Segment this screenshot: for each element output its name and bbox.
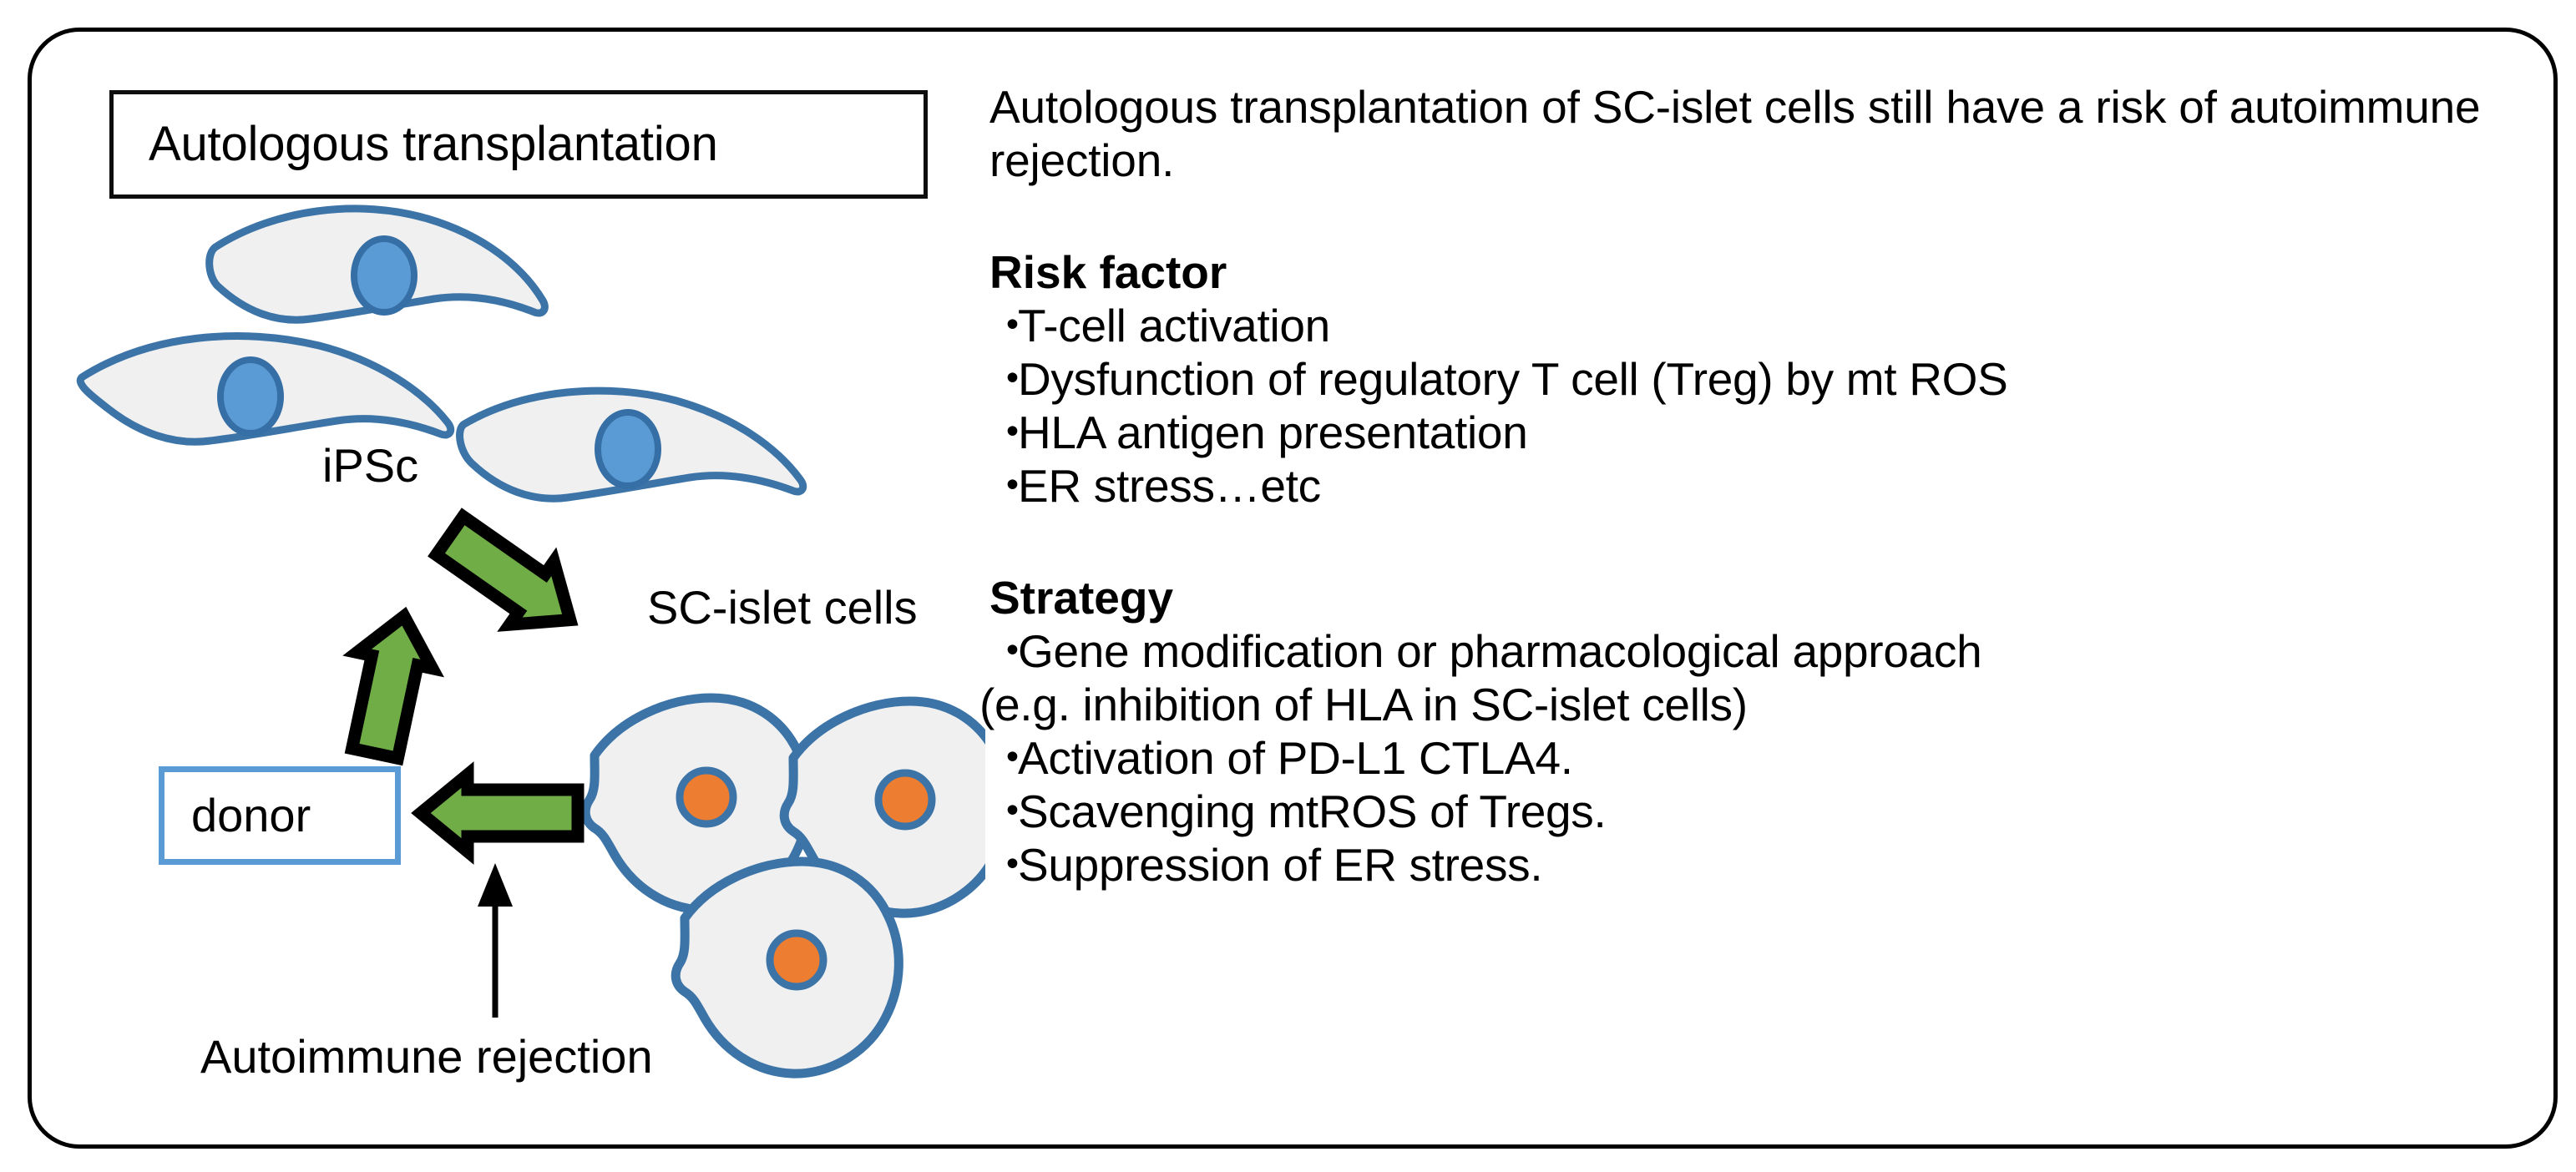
islet-nucleus	[676, 766, 737, 828]
bullet-icon: ・	[989, 839, 1035, 891]
sc-islet-cell-left	[580, 693, 813, 915]
intro-paragraph: Autologous transplantation of SC-islet c…	[989, 81, 2481, 186]
figure-outer-frame	[28, 28, 2558, 1149]
autoimmune-rejection-label: Autoimmune rejection	[200, 1030, 653, 1083]
list-item-label: Scavenging mtROS of Tregs.	[1018, 786, 1607, 837]
list-item: ・ Scavenging mtROS of Tregs.	[989, 785, 2501, 838]
list-item-label: Dysfunction of regulatory T cell (Treg) …	[1018, 353, 2008, 405]
green-arrow-ipsc-to-islet	[428, 508, 579, 632]
list-item: ・ ER stress…etc	[989, 459, 2501, 513]
islet-nucleus	[874, 769, 936, 831]
list-item-label: Activation of PD-L1 CTLA4.	[1018, 732, 1573, 784]
sc-islet-cell-bottom	[671, 856, 903, 1079]
ipsc-cell-left	[76, 332, 455, 446]
sc-islet-cell-right	[779, 696, 985, 918]
cell-diagram-svg	[76, 205, 985, 1079]
spacer	[989, 187, 2501, 245]
islet-nucleus	[766, 929, 827, 991]
green-arrow-donor-to-ipsc	[342, 606, 445, 766]
bullet-icon: ・	[989, 407, 1035, 458]
list-item: ・ Activation of PD-L1 CTLA4.	[989, 731, 2501, 785]
spacer	[989, 513, 2501, 571]
title-box-label: Autologous transplantation	[149, 117, 718, 171]
list-item: ・ T-cell activation	[989, 299, 2501, 352]
ipsc-cell-right	[456, 386, 807, 503]
list-item-label: T-cell activation	[1018, 300, 1330, 351]
bullet-icon: ・	[989, 300, 1035, 351]
list-item-continuation: (e.g. inhibition of HLA in SC-islet cell…	[979, 679, 1748, 730]
sc-islet-cells-label: SC-islet cells	[647, 581, 918, 634]
bullet-icon: ・	[989, 732, 1035, 784]
list-item: ・ Gene modification or pharmacological a…	[989, 624, 2501, 678]
ipsc-nucleus	[595, 409, 661, 489]
title-box: Autologous transplantation	[109, 90, 928, 199]
section-heading-risk-factor: Risk factor	[989, 246, 1227, 298]
text-panel: Autologous transplantation of SC-islet c…	[979, 80, 2501, 892]
bullet-icon: ・	[989, 625, 1035, 677]
list-item-label: HLA antigen presentation	[1018, 407, 1528, 458]
list-item: ・ HLA antigen presentation	[989, 406, 2501, 459]
diagram-pane: Autologous transplantation donor iPSc SC…	[0, 0, 985, 1172]
list-item: ・ Dysfunction of regulatory T cell (Treg…	[989, 352, 2501, 406]
donor-box: donor	[159, 766, 401, 865]
list-item-label: ER stress…etc	[1018, 460, 1321, 512]
ipsc-label: iPSc	[322, 439, 419, 492]
ipsc-nucleus	[217, 356, 284, 437]
list-item: ・ Suppression of ER stress.	[989, 838, 2501, 892]
ipsc-cell-top	[205, 205, 549, 324]
green-arrow-islet-to-donor	[411, 761, 585, 865]
section-heading-strategy: Strategy	[989, 572, 1174, 624]
bullet-icon: ・	[989, 353, 1035, 405]
bullet-icon: ・	[989, 786, 1035, 837]
list-item-label: Suppression of ER stress.	[1018, 839, 1543, 891]
list-item-label: Gene modification or pharmacological app…	[1018, 625, 1982, 677]
autoimmune-rejection-arrow	[478, 863, 513, 1018]
bullet-icon: ・	[989, 460, 1035, 512]
donor-box-label: donor	[191, 789, 311, 841]
ipsc-nucleus	[351, 235, 418, 316]
